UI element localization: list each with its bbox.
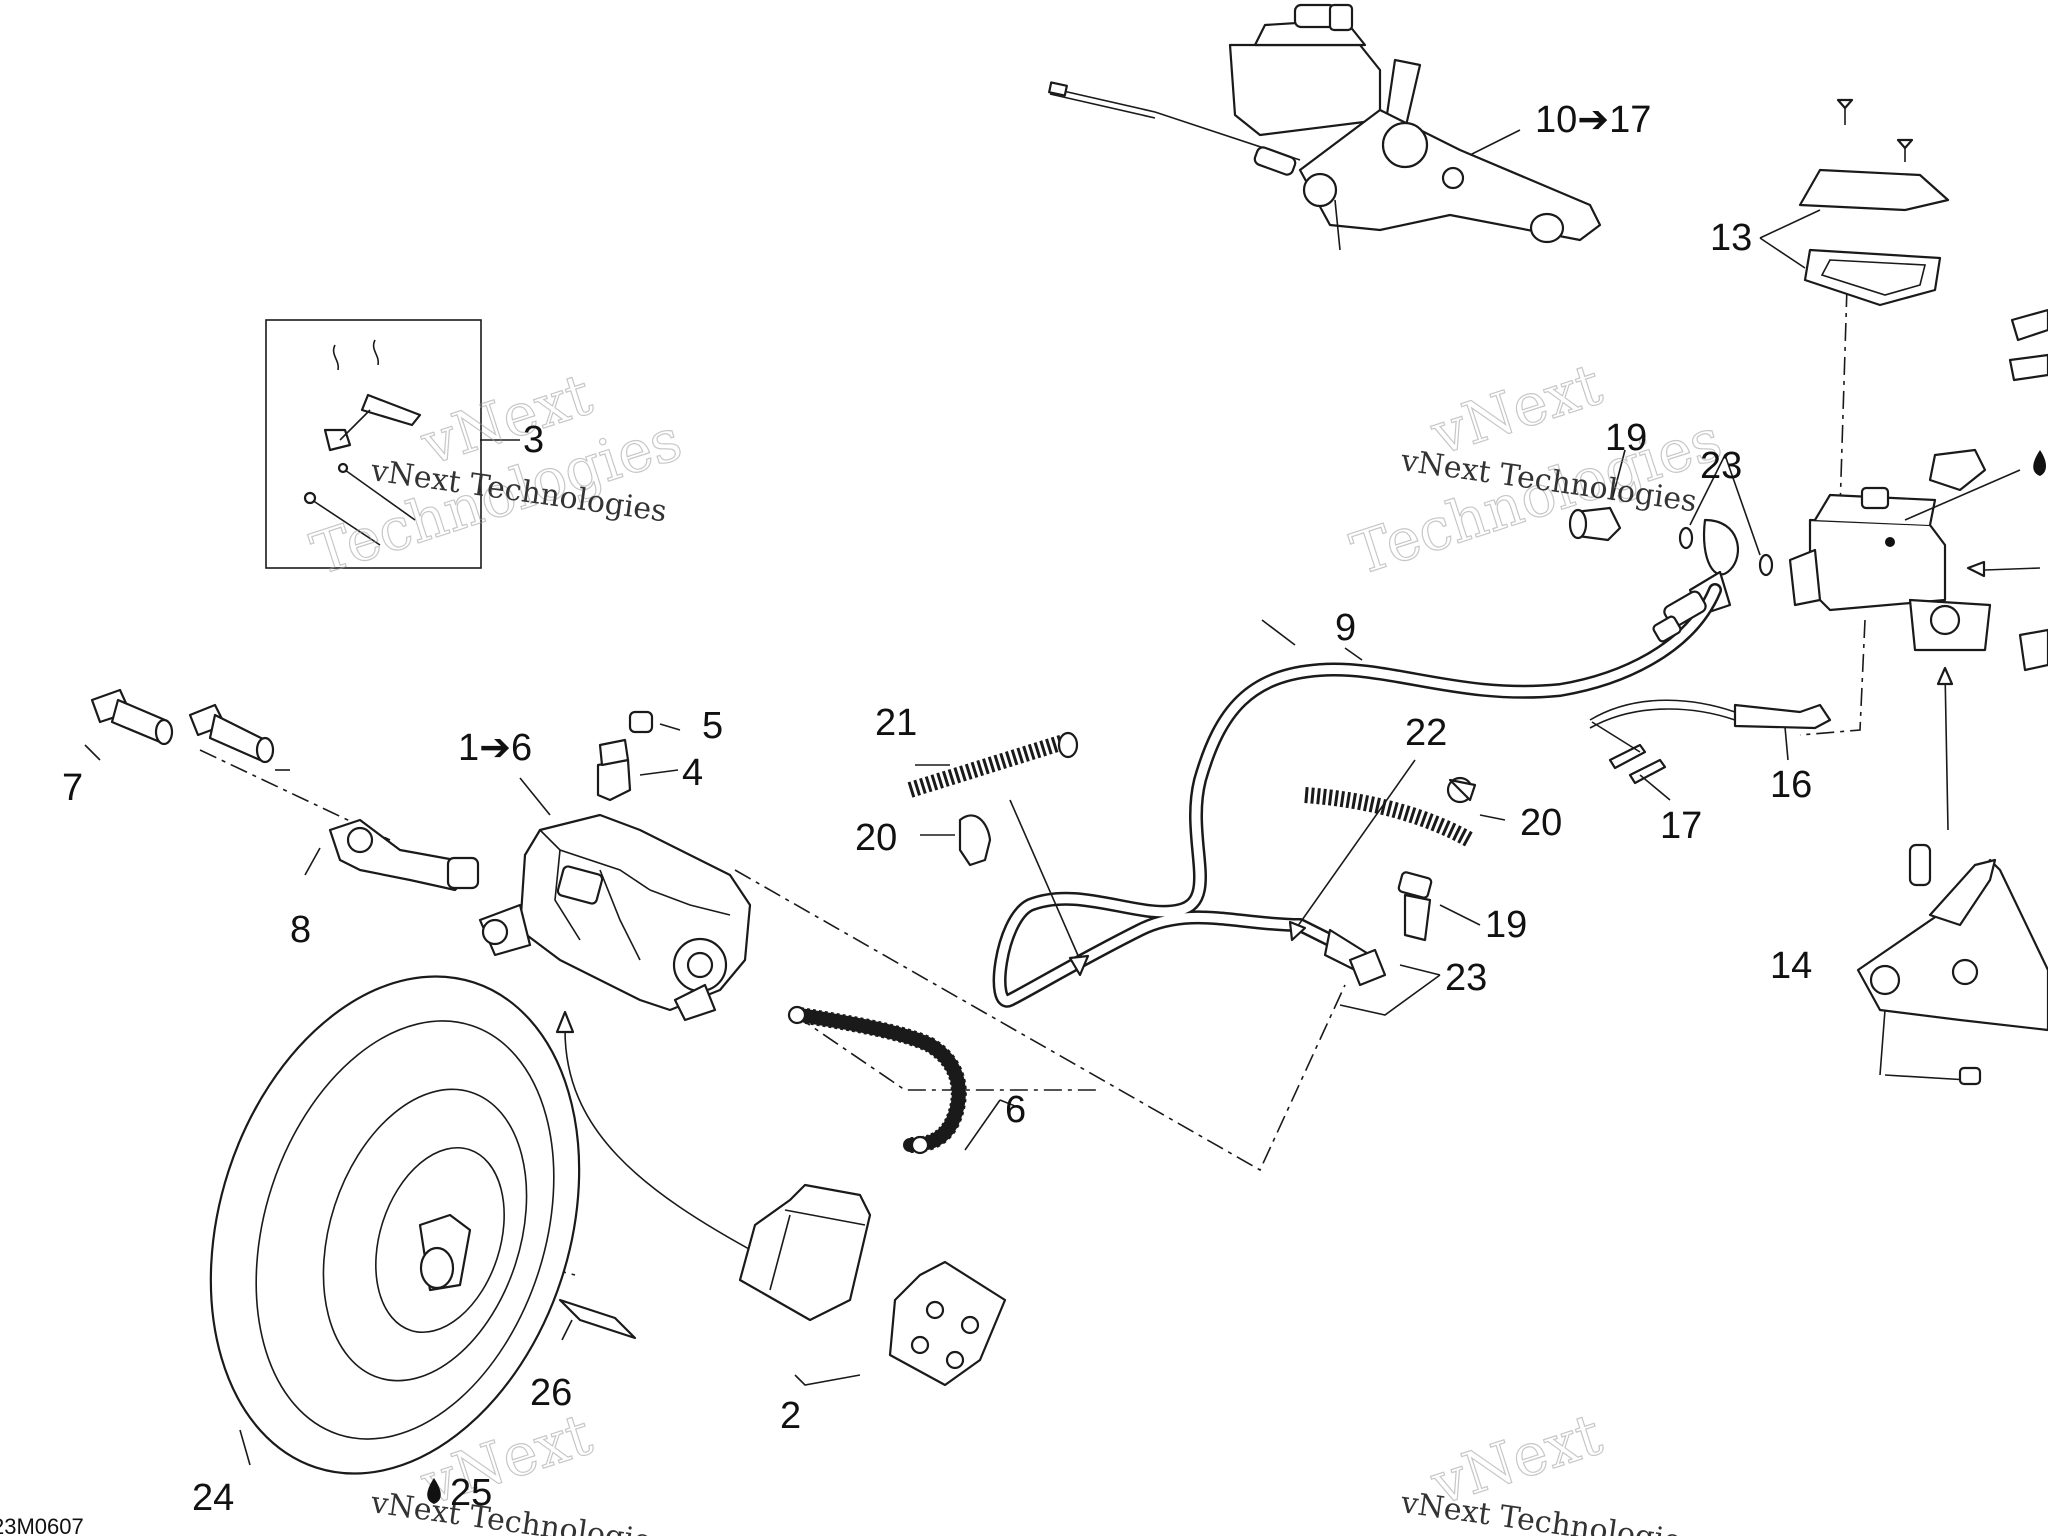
callout-19b: 19 [1485, 904, 1527, 946]
right-master-cylinder [1788, 308, 2048, 831]
callout-6: 6 [1005, 1089, 1026, 1131]
callout-25: 25 [450, 1472, 492, 1514]
callout-19a: 19 [1605, 417, 1647, 459]
brake-disc [209, 975, 637, 1475]
callout-23a: 23 [1700, 445, 1742, 487]
callout-8: 8 [290, 909, 311, 951]
pin-kit-box [265, 319, 520, 569]
callout-22: 22 [1405, 712, 1447, 754]
oil-drop-icon [427, 1478, 441, 1504]
callout-2: 2 [780, 1395, 801, 1437]
callout-labels: 10➔17 13 3 19 23 9 5 4 1➔6 7 8 21 20 22 … [62, 99, 1812, 1519]
callout-16: 16 [1770, 764, 1812, 806]
install-arrow-pads [555, 1010, 761, 1256]
watermark-bottom-right-caption: vNext Technologies [1398, 1485, 1699, 1536]
watermark-bottom-left-caption: vNext Technologies [368, 1485, 669, 1536]
callout-1-6: 1➔6 [458, 727, 532, 769]
spring-clamp-conduit [907, 731, 1506, 1016]
callout-7: 7 [62, 767, 83, 809]
callout-10-17: 10➔17 [1535, 99, 1651, 141]
callout-20b: 20 [1520, 802, 1562, 844]
callout-3: 3 [523, 419, 544, 461]
callout-4: 4 [682, 752, 703, 794]
brake-lever-right [1856, 843, 2048, 1086]
caliper-assembly [84, 688, 1021, 1155]
master-cylinder-top-assembly [1048, 3, 1602, 251]
brake-pads [738, 1183, 1007, 1387]
callout-13: 13 [1710, 217, 1752, 259]
callout-17: 17 [1660, 805, 1702, 847]
callout-20a: 20 [855, 817, 897, 859]
reservoir-cover-assembly [1759, 98, 1950, 307]
leader-lines-top [1344, 129, 1521, 661]
brake-hose [992, 583, 1832, 1008]
oil-drop-icons [427, 450, 2046, 1504]
callout-5: 5 [702, 705, 723, 747]
callout-9: 9 [1335, 607, 1356, 649]
drawing-code: 23M0607 [0, 1514, 84, 1536]
callout-23b: 23 [1445, 957, 1487, 999]
oil-drop-icon [2033, 450, 2046, 476]
callout-21: 21 [875, 702, 917, 744]
callout-14: 14 [1770, 945, 1812, 987]
callout-26: 26 [530, 1372, 572, 1414]
callout-24: 24 [192, 1477, 234, 1519]
